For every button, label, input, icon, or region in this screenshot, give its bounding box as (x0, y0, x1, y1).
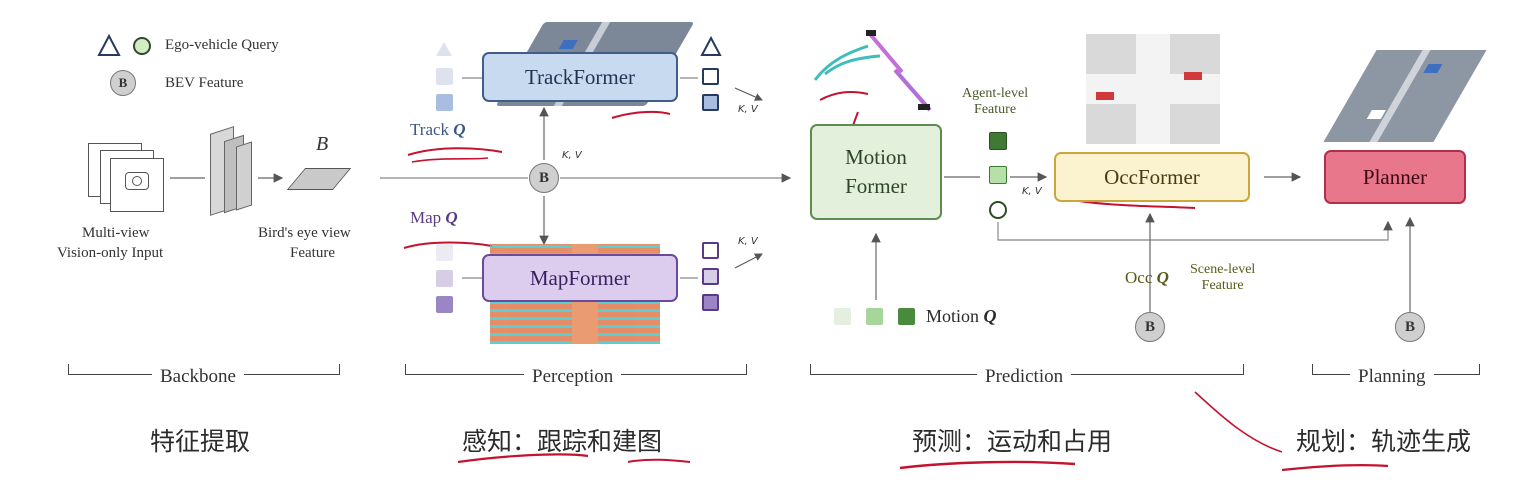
motion-q-label: Motion Q (926, 306, 997, 326)
input-label-1: Multi-view (82, 225, 150, 241)
input-label-2: Vision-only Input (57, 245, 164, 261)
track-q-label: Track Q (410, 120, 466, 139)
occupancy-scene-thumbnail (1086, 34, 1220, 144)
bev-symbol-label: B (316, 133, 329, 155)
caption-prediction-cn: 预测：运动和占用 (912, 427, 1113, 456)
motion-query-square-1 (834, 308, 851, 325)
bev-label-1: Bird's eye view (258, 225, 351, 241)
motion-query-square-2 (866, 308, 883, 325)
map-query-square-2 (436, 270, 453, 287)
perception-bev-node: B (529, 163, 559, 193)
agent-level-label: Agent-level Feature (962, 86, 1029, 117)
track-query-triangle-faded (436, 42, 452, 56)
stage-planning-label: Planning (1350, 366, 1434, 388)
track-output-square-2 (702, 94, 719, 111)
map-query-square-3 (436, 296, 453, 313)
caption-perception-cn: 感知：跟踪和建图 (462, 427, 663, 456)
agent-feature-square-1 (989, 132, 1007, 150)
map-kv-label: K, V (738, 236, 758, 247)
prediction-bev-node: B (1135, 312, 1165, 342)
agent-feature-square-2 (989, 166, 1007, 184)
scene-level-label: Scene-level Feature (1190, 262, 1256, 293)
stage-backbone-label: Backbone (152, 366, 244, 388)
stage-prediction-label: Prediction (977, 366, 1072, 388)
motionformer-block: Motion Former (810, 124, 942, 220)
stage-perception-label: Perception (524, 366, 622, 388)
map-output-square-2 (702, 268, 719, 285)
agent-ego-circle-icon (989, 201, 1007, 219)
perception-kv-label: K, V (562, 150, 582, 161)
legend-bev-label: BEV Feature (165, 75, 244, 91)
mapformer-block: MapFormer (482, 254, 678, 302)
map-output-square-3 (702, 294, 719, 311)
caption-planning-cn: 规划：轨迹生成 (1296, 427, 1472, 456)
track-output-square-1 (702, 68, 719, 85)
motion-query-square-3 (898, 308, 915, 325)
track-kv-label: K, V (738, 104, 758, 115)
motionformer-label-1: Motion (845, 145, 907, 169)
motionformer-label-2: Former (845, 174, 907, 198)
legend-ego-query-label: Ego-vehicle Query (165, 37, 279, 53)
trackformer-block: TrackFormer (482, 52, 678, 102)
planner-block: Planner (1324, 150, 1466, 204)
bev-label-2: Feature (290, 245, 335, 261)
legend-bev-icon: B (110, 70, 136, 96)
track-query-square-2 (436, 94, 453, 111)
occ-kv-label: K, V (1022, 186, 1042, 197)
track-query-square-1 (436, 68, 453, 85)
planning-bev-node: B (1395, 312, 1425, 342)
occ-q-label: Occ Q (1125, 268, 1169, 287)
occformer-block: OccFormer (1054, 152, 1250, 202)
map-output-square-1 (702, 242, 719, 259)
map-q-label: Map Q (410, 208, 458, 227)
caption-backbone-cn: 特征提取 (150, 427, 251, 456)
map-query-square-1 (436, 244, 453, 261)
